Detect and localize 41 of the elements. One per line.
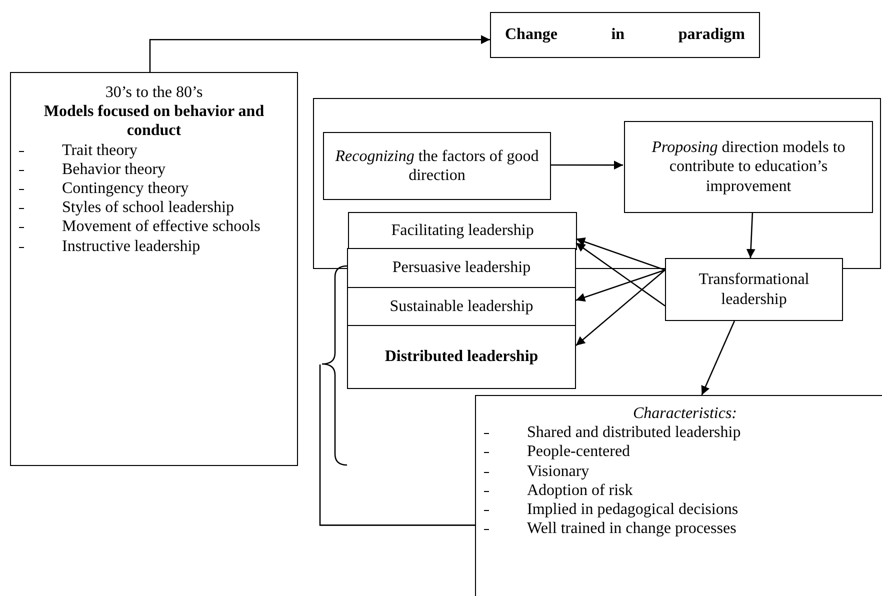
list-item: Trait theory [17,140,291,160]
text-box [475,395,882,596]
arrow [576,237,666,271]
heading-text: Characteristics: [632,404,738,424]
box-text: Proposing direction models to contribute to education’s improvement [650,138,846,196]
arrow [550,160,623,170]
list-item: Adoption of risk [482,480,882,500]
arrow [701,320,736,396]
text-box [10,72,298,466]
text-box [347,248,576,288]
list-item: Behavior theory [17,160,291,179]
text-box [490,12,760,58]
box-text: Sustainable leadership [388,296,534,316]
text-box [347,325,576,389]
list-item: Movement of effective schools [17,217,291,236]
list-item: Styles of school leadership [17,198,291,218]
text-box [347,287,576,326]
list-item: Well trained in change processes [482,519,882,538]
arrow [576,242,666,306]
box-text: Recognizing the factors of good direction [334,146,540,186]
arrow [746,212,756,258]
box-text: Change in paradigm [505,25,745,45]
arrow [576,269,666,302]
box-text: Persuasive leadership [391,258,532,278]
text-box [323,132,551,200]
list-item: Instructive leadership [17,236,291,256]
text-box [348,212,577,250]
period-heading: 30’s to the 80’s [104,83,204,102]
text-box [665,258,843,321]
list-item: Shared and distributed leadership [482,423,882,442]
box-text: Facilitating leadership [390,221,535,241]
list-item: Contingency theory [17,178,291,198]
heading-text: Models focused on behavior and conduct [42,102,266,141]
list-item: People-centered [482,442,882,462]
list-item: Implied in pedagogical decisions [482,500,882,520]
text-box [624,121,873,213]
list-item: Visionary [482,462,882,481]
box-text: Distributed leadership [384,347,540,367]
box-text: Transformational leadership [698,270,810,309]
arrow [149,35,490,72]
arrow [576,269,666,346]
